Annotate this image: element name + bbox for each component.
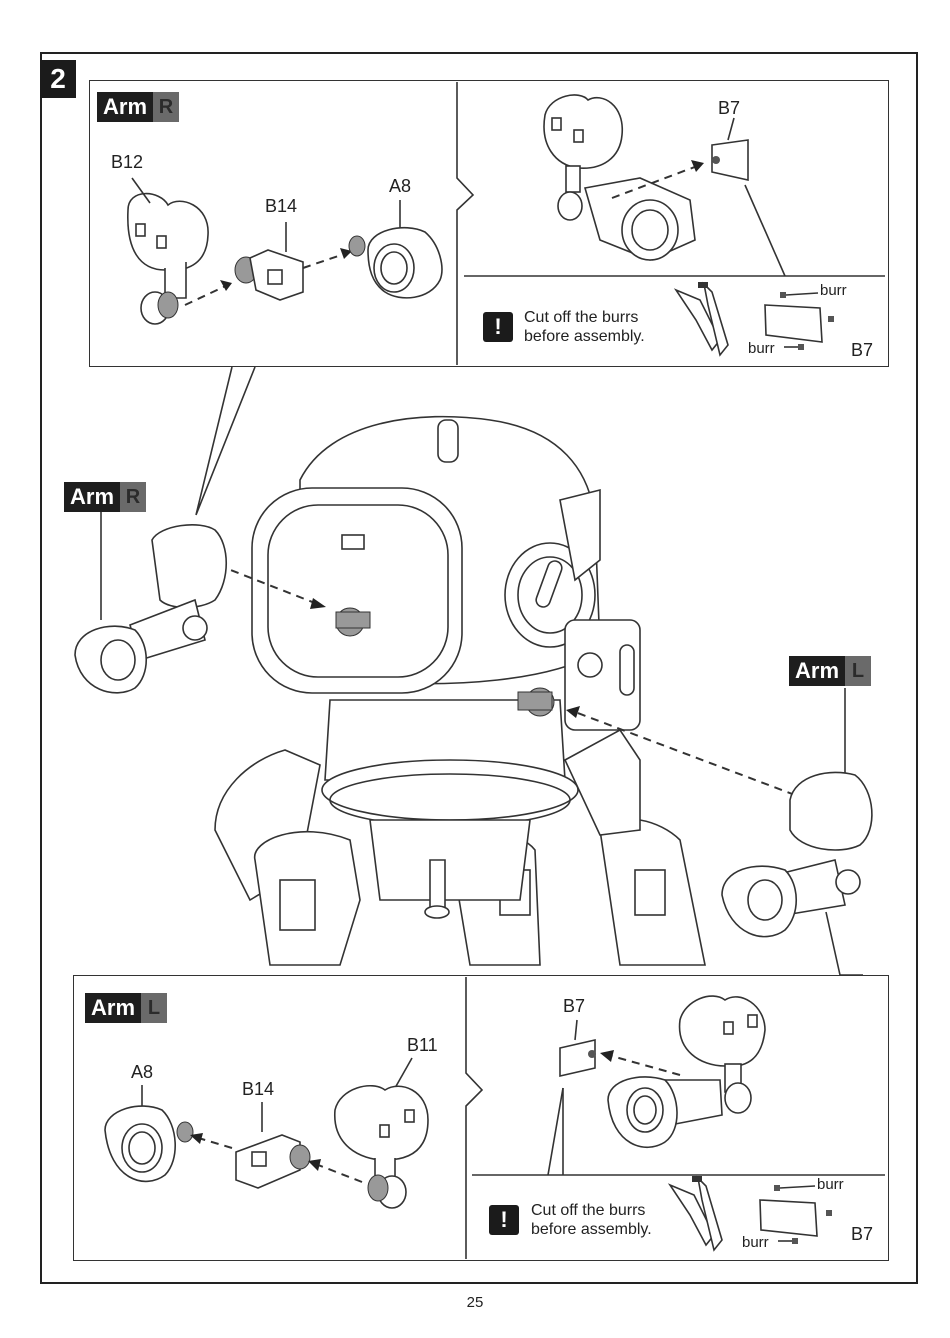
part-label-b7-detail: B7 [851,1224,873,1245]
burr-label-top: burr [817,1176,844,1193]
page-number: 25 [0,1294,950,1311]
burr-label-bottom: burr [742,1234,769,1251]
